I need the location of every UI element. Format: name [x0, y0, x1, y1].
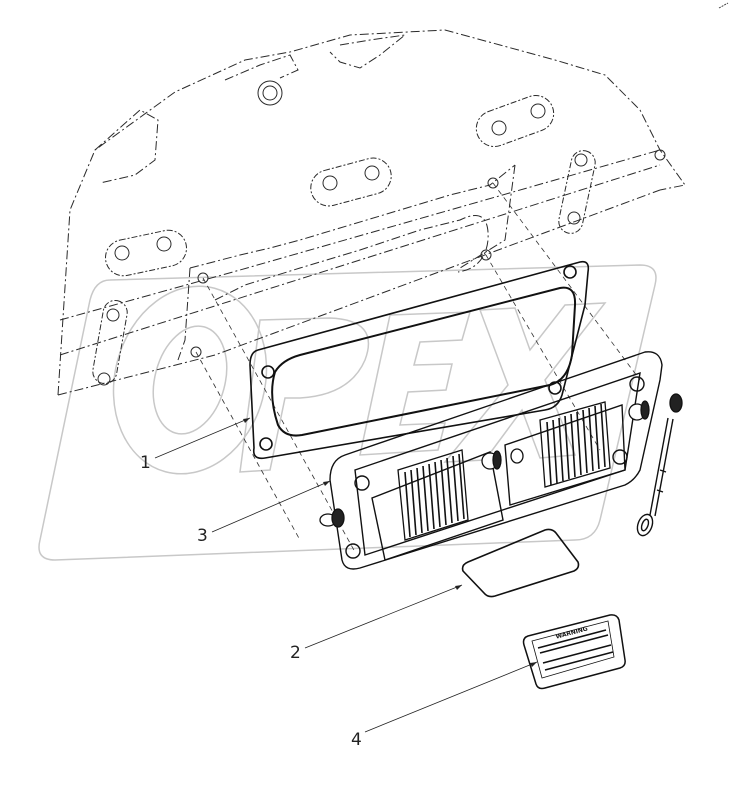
heater-element-right	[539, 401, 611, 488]
part-1-gasket	[249, 260, 590, 460]
ground-strap	[636, 417, 674, 537]
head-bolt-holes	[97, 80, 666, 386]
corner-mark	[718, 2, 729, 9]
head-bolt-bosses	[92, 94, 596, 385]
opex-watermark	[38, 264, 657, 561]
heater-element-left	[397, 449, 469, 541]
part-4-warning-label: WARNING	[522, 614, 626, 690]
leader-arrowheads	[243, 418, 537, 667]
part-2-plate	[461, 528, 580, 598]
callout-1: 1	[140, 453, 151, 473]
engine-head-phantom-outline	[57, 29, 686, 396]
leader-lines	[154, 417, 538, 733]
callout-4: 4	[351, 730, 362, 750]
callout-2: 2	[290, 643, 301, 663]
alignment-lines	[195, 182, 641, 553]
callout-3: 3	[197, 526, 208, 546]
terminal-nuts	[319, 393, 683, 528]
